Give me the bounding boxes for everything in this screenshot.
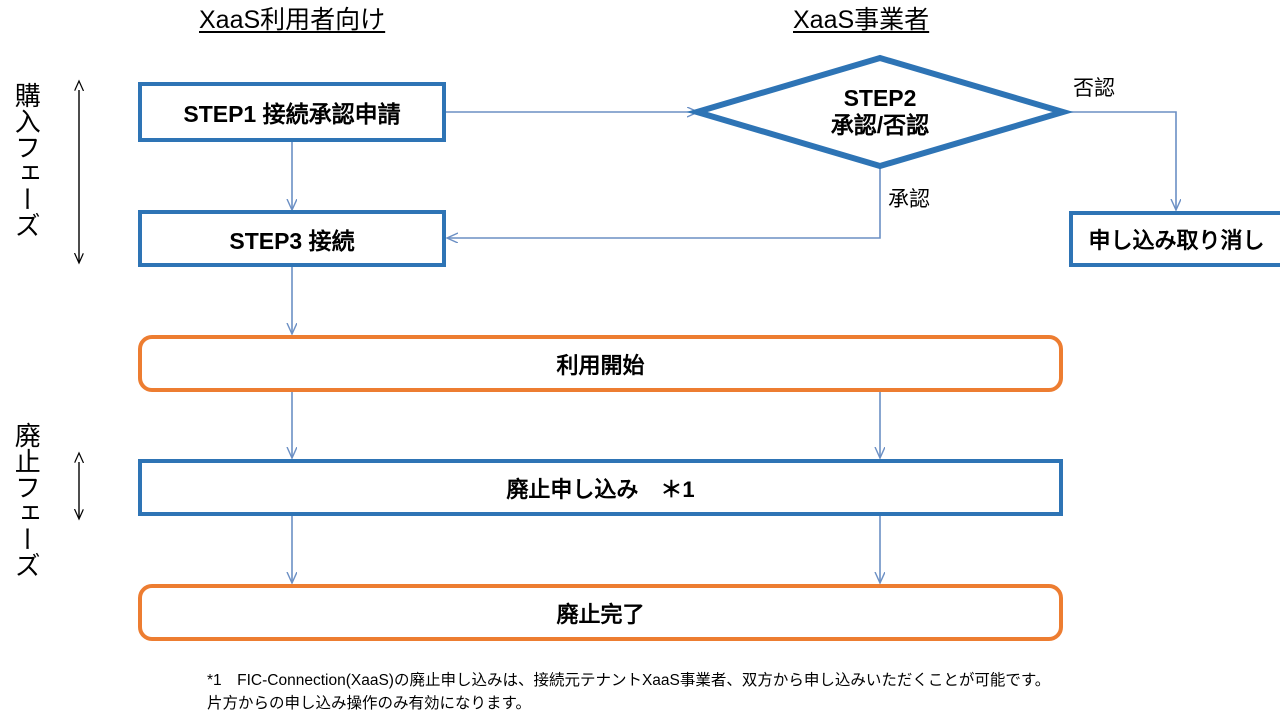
phase-label-purchase: 購入フェーズ (11, 82, 42, 238)
node-abolition-request[interactable]: 廃止申し込み ＊1 (138, 459, 1063, 516)
edge-label-reject: 否認 (1073, 77, 1115, 100)
column-heading-provider: XaaS事業者 (793, 6, 930, 34)
step2-label-line1: STEP2 (843, 84, 917, 111)
phase-label-abolish: 廃止フェーズ (11, 422, 42, 578)
edge-label-approve: 承認 (888, 188, 930, 211)
step2-label: STEP2 承認/否認 (695, 56, 1065, 168)
node-start-use[interactable]: 利用開始 (138, 335, 1063, 392)
node-step1-connection-approval-request[interactable]: STEP1 接続承認申請 (138, 82, 446, 142)
footnote-line-1: *1 FIC-Connection(XaaS)の廃止申し込みは、接続元テナントX… (207, 672, 1051, 689)
node-abolition-complete[interactable]: 廃止完了 (138, 584, 1063, 641)
node-step2-approve-reject[interactable]: STEP2 承認/否認 (695, 56, 1065, 168)
step2-label-line2: 承認/否認 (830, 112, 930, 138)
footnote-line-2: 片方からの申し込み操作のみ有効になります。 (207, 695, 531, 713)
edge-step2-approve-to-step3 (448, 168, 881, 238)
column-heading-consumer: XaaS利用者向け (199, 6, 386, 34)
node-application-cancelled[interactable]: 申し込み取り消し (1069, 211, 1280, 267)
edge-step2-reject-to-cancel (1063, 111, 1176, 209)
node-step3-connect[interactable]: STEP3 接続 (138, 210, 446, 267)
footnote: *1 FIC-Connection(XaaS)の廃止申し込みは、接続元テナントX… (207, 669, 1067, 716)
